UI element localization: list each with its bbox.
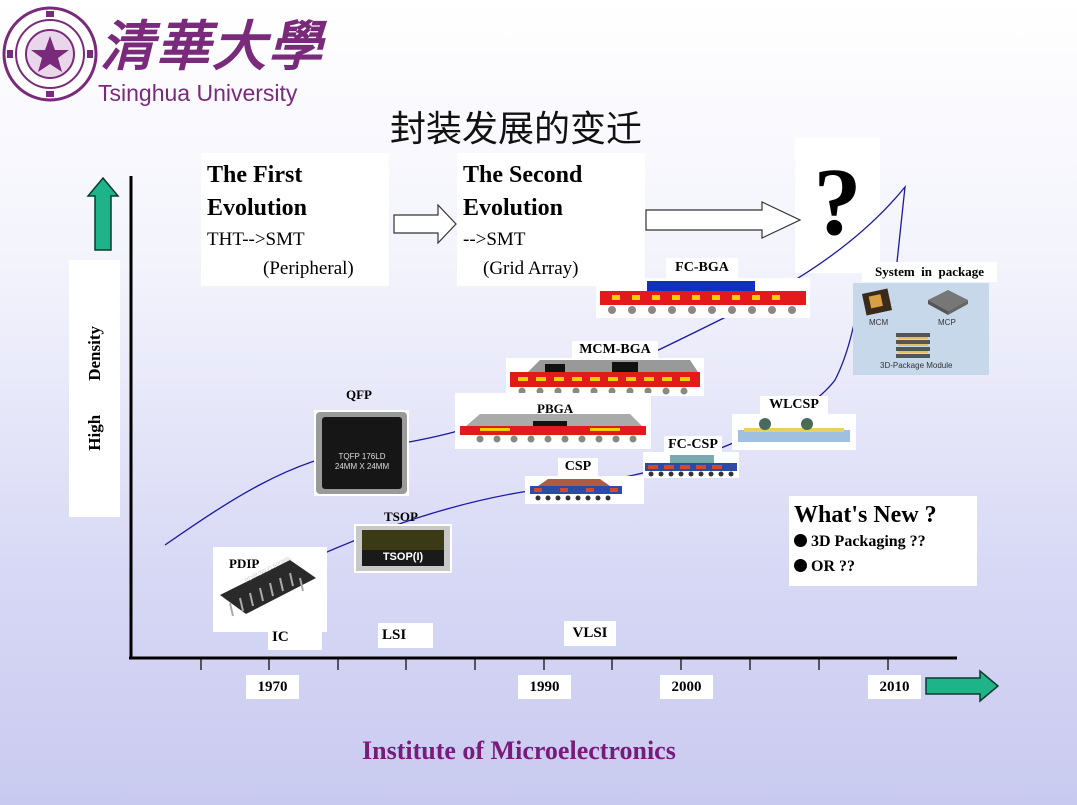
y-axis-label: High Density xyxy=(84,326,104,451)
slide-title: 封装发展的变迁 xyxy=(390,109,643,150)
tsop-chip-image xyxy=(354,524,452,573)
qfp-chip-text-1: TQFP 176LD xyxy=(338,452,386,461)
label-wlcsp: WLCSP xyxy=(760,396,828,414)
label-lsi: LSI xyxy=(378,623,433,648)
mcmbga-package-image xyxy=(506,358,704,396)
y-axis-label-box: High Density xyxy=(69,260,120,517)
question-mark: ? xyxy=(813,148,862,255)
fcbga-package-image xyxy=(596,278,810,318)
label-pbga: PBGA xyxy=(537,401,574,416)
year-1990: 1990 xyxy=(518,675,571,699)
up-arrow-icon xyxy=(86,176,120,251)
pdip-chip-image xyxy=(213,547,327,632)
second-evolution-line-2: (Grid Array) xyxy=(483,258,579,279)
csp-package-image xyxy=(525,476,644,504)
whats-new-item-2: OR ?? xyxy=(794,554,977,579)
university-name-en: Tsinghua University xyxy=(98,80,298,106)
year-2000: 2000 xyxy=(660,675,713,699)
sip-mcm-label: MCM xyxy=(869,318,889,327)
bullet-icon xyxy=(794,534,807,547)
label-fcbga: FC-BGA xyxy=(666,258,738,278)
right-arrow-icon xyxy=(925,669,1000,703)
bullet-icon xyxy=(794,559,807,572)
label-pdip: PDIP xyxy=(229,556,260,571)
label-mcmbga: MCM-BGA xyxy=(572,341,658,359)
university-name-cn: 清華大學 xyxy=(100,14,324,78)
fccsp-package-image xyxy=(643,452,739,478)
whats-new-title: What's New ? xyxy=(794,502,937,528)
wlcsp-package-image xyxy=(732,414,856,450)
whats-new-item-1: 3D Packaging ?? xyxy=(794,529,977,554)
sip-module-label: 3D-Package Module xyxy=(880,361,953,370)
sip-image xyxy=(853,283,989,375)
second-evolution-line-1: -->SMT xyxy=(463,229,526,250)
first-evolution-line-1: THT-->SMT xyxy=(207,229,305,250)
qfp-chip-text-2: 24MM X 24MM xyxy=(334,462,390,471)
first-evolution-box: The First Evolution THT-->SMT (Periphera… xyxy=(201,153,389,286)
pbga-package-image xyxy=(455,393,651,449)
sip-mcp-label: MCP xyxy=(938,318,956,327)
qfp-chip-text: TQFP 176LD 24MM X 24MM xyxy=(322,452,402,472)
tsop-chip-text: TSOP(I) xyxy=(382,551,424,563)
second-evolution-title-1: The Second xyxy=(463,162,583,188)
university-seal xyxy=(2,6,98,102)
year-2010: 2010 xyxy=(868,675,921,699)
arrow-second-to-question xyxy=(645,201,802,239)
label-csp: CSP xyxy=(558,458,598,476)
label-fccsp: FC-CSP xyxy=(664,436,722,454)
first-evolution-title-1: The First xyxy=(207,162,303,188)
label-tsop: TSOP xyxy=(384,509,418,524)
whats-new-box: What's New ? 3D Packaging ?? OR ?? xyxy=(789,496,977,586)
whats-new-item-1-text: 3D Packaging ?? xyxy=(811,533,926,550)
label-ic: IC xyxy=(268,626,322,650)
label-sip: System in package xyxy=(862,262,997,282)
first-evolution-line-2: (Peripheral) xyxy=(263,258,354,279)
label-qfp: QFP xyxy=(346,387,372,402)
footer-institute: Institute of Microelectronics xyxy=(362,736,676,765)
year-1970: 1970 xyxy=(246,675,299,699)
second-evolution-title-2: Evolution xyxy=(463,195,564,221)
arrow-first-to-second xyxy=(393,203,457,245)
second-evolution-box: The Second Evolution -->SMT (Grid Array) xyxy=(457,153,645,286)
whats-new-item-2-text: OR ?? xyxy=(811,558,855,575)
x-axis-ticks xyxy=(200,658,889,670)
qfp-chip-image xyxy=(314,410,409,496)
label-vlsi: VLSI xyxy=(564,621,616,646)
first-evolution-title-2: Evolution xyxy=(207,195,308,221)
